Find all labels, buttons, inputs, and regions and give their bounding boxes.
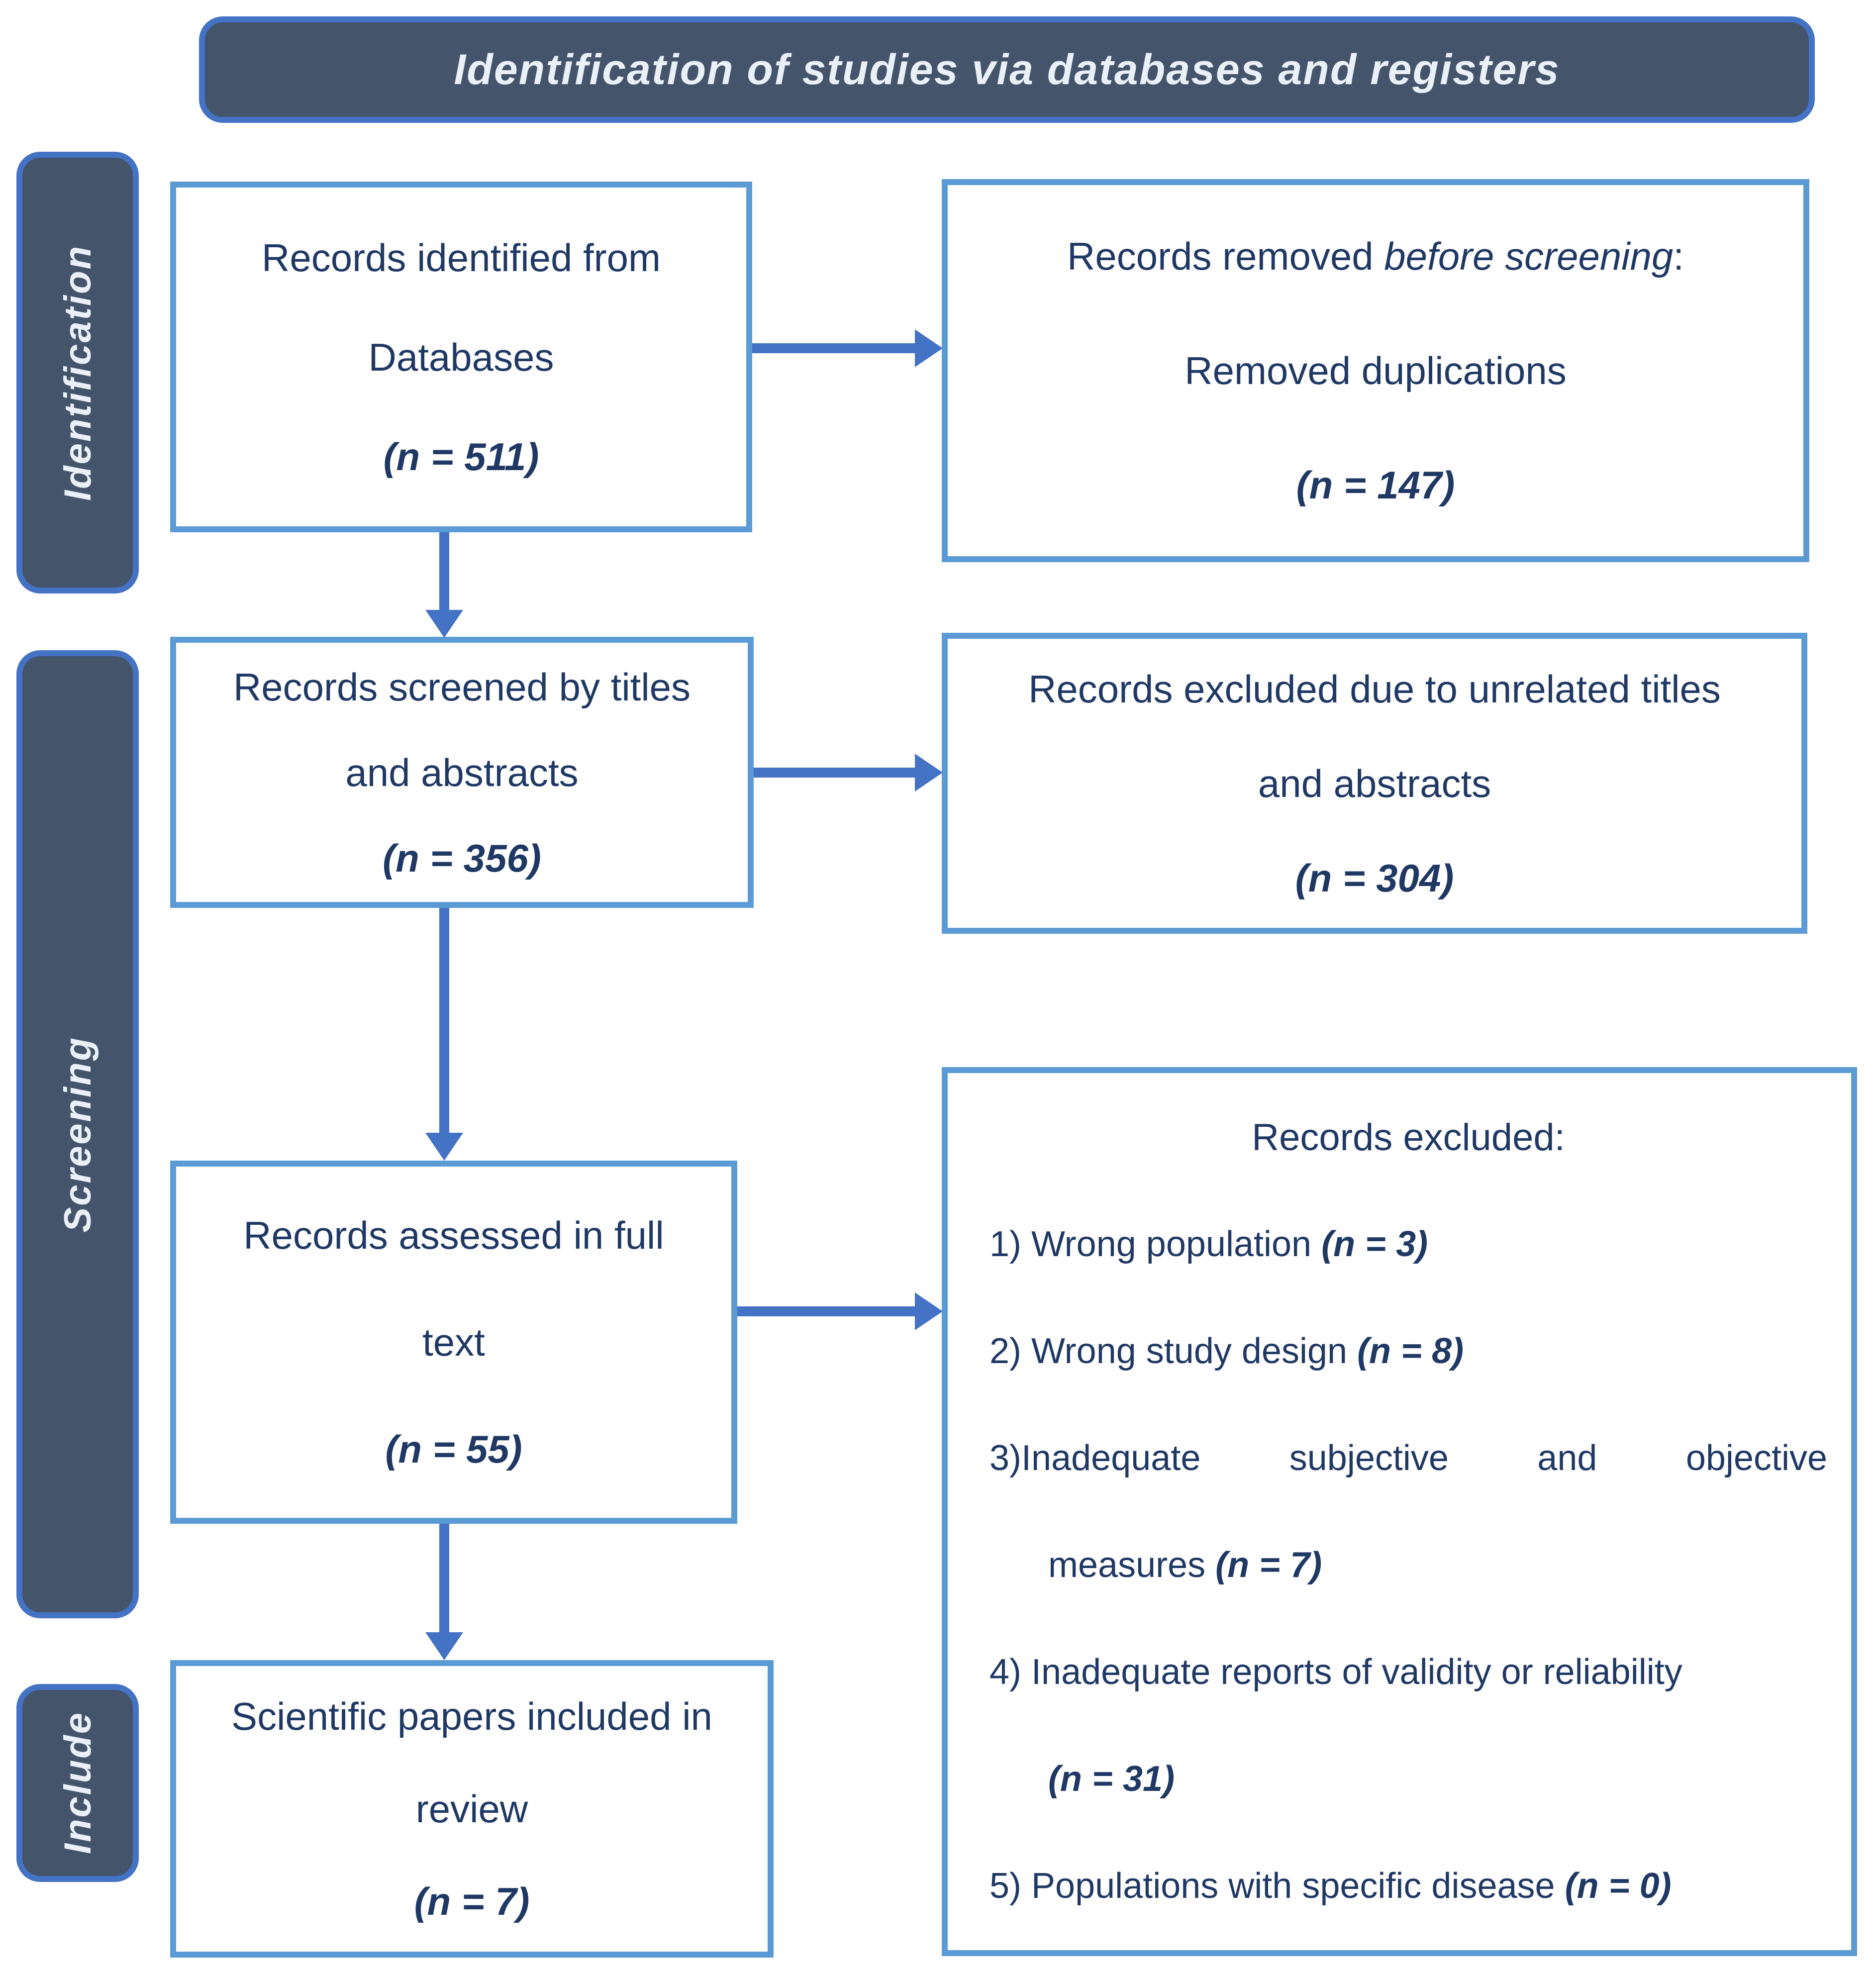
box-n-value: (n = 55) — [385, 1427, 522, 1471]
exclusion-item-continuation: measures (n = 7) — [989, 1512, 1827, 1619]
arrow-head-icon — [915, 329, 943, 367]
exclusion-n-value: (n = 7) — [1215, 1545, 1322, 1585]
exclusion-item: 1) Wrong population (n = 3) — [989, 1191, 1827, 1298]
box-records-assessed-fulltext: Records assessed in full text (n = 55) — [170, 1161, 737, 1524]
exclusion-text: 5) Populations with specific disease — [989, 1866, 1565, 1906]
arrow-assessed-to-included — [439, 1524, 449, 1633]
box-records-screened: Records screened by titles and abstracts… — [170, 637, 754, 908]
box-text-segment: Records removed — [1067, 234, 1384, 278]
arrow-head-icon — [425, 1133, 463, 1161]
box-records-identified: Records identified from Databases (n = 5… — [170, 182, 752, 532]
box-n-value: (n = 147) — [1296, 463, 1455, 507]
exclusion-item: 4) Inadequate reports of validity or rel… — [989, 1652, 1682, 1692]
arrow-head-icon — [425, 1632, 463, 1660]
exclusion-n-value: (n = 0) — [1565, 1866, 1672, 1906]
box-text-line: Records assessed in full — [243, 1213, 664, 1257]
box-text-line: text — [422, 1320, 485, 1364]
box-text-line: Records excluded due to unrelated titles — [1028, 667, 1721, 711]
exclusion-n-value: (n = 3) — [1321, 1224, 1428, 1264]
arrow-head-icon — [425, 610, 463, 638]
stage-label-text: Screening — [56, 1036, 99, 1233]
diagram-title-banner: Identification of studies via databases … — [199, 16, 1815, 123]
box-text-line: and abstracts — [345, 750, 579, 794]
stage-label-screening: Screening — [16, 650, 139, 1618]
box-n-value: (n = 304) — [1295, 856, 1454, 900]
arrow-head-icon — [915, 1292, 943, 1330]
stage-label-include: Include — [16, 1684, 139, 1882]
box-text-line: Records screened by titles — [233, 665, 691, 709]
box-records-excluded-titles: Records excluded due to unrelated titles… — [942, 633, 1807, 934]
exclusion-n-value: (n = 31) — [1048, 1759, 1175, 1799]
box-text-line: Records removed before screening: — [948, 199, 1803, 313]
exclusions-heading: Records excluded: — [1252, 1116, 1565, 1159]
box-papers-included: Scientific papers included in review (n … — [170, 1660, 774, 1958]
diagram-title: Identification of studies via databases … — [454, 45, 1560, 94]
box-text-segment: : — [1673, 234, 1684, 278]
stage-label-identification: Identification — [16, 152, 139, 593]
arrow-identified-to-removed — [752, 343, 916, 353]
box-text-line: Records identified from — [261, 235, 661, 280]
arrow-head-icon — [915, 754, 943, 791]
box-records-removed-before-screening: Records removed before screening: Remove… — [942, 179, 1809, 562]
box-n-value: (n = 7) — [414, 1879, 530, 1923]
exclusion-text: measures — [1048, 1545, 1216, 1585]
stage-label-text: Identification — [56, 244, 99, 501]
box-text-line: Databases — [368, 335, 554, 379]
box-records-excluded-reasons: Records excluded: 1) Wrong population (n… — [942, 1067, 1857, 1956]
exclusion-item-continuation: (n = 31) — [989, 1726, 1827, 1833]
exclusion-n-value: (n = 8) — [1357, 1331, 1464, 1371]
box-text-line: and abstracts — [1258, 761, 1491, 805]
box-text-emphasis: before screening — [1384, 234, 1674, 278]
exclusion-item: 5) Populations with specific disease (n … — [989, 1833, 1827, 1940]
exclusion-item: 3)Inadequate subjective and objective — [989, 1438, 1827, 1478]
stage-label-text: Include — [56, 1711, 99, 1855]
box-n-value: (n = 356) — [383, 836, 541, 880]
box-n-value: (n = 511) — [383, 434, 539, 479]
box-text-line: Scientific papers included in — [231, 1694, 712, 1738]
exclusion-item: 2) Wrong study design (n = 8) — [989, 1298, 1827, 1405]
arrow-assessed-to-excluded-reasons — [737, 1306, 916, 1316]
arrow-identified-to-screened — [439, 532, 449, 611]
arrow-screened-to-excluded-titles — [754, 768, 916, 778]
arrow-screened-to-assessed — [439, 908, 449, 1134]
box-text-line: Removed duplications — [1185, 349, 1567, 393]
exclusion-text: 1) Wrong population — [989, 1224, 1322, 1264]
exclusion-text: 2) Wrong study design — [989, 1331, 1358, 1371]
box-text-line: review — [415, 1787, 528, 1831]
